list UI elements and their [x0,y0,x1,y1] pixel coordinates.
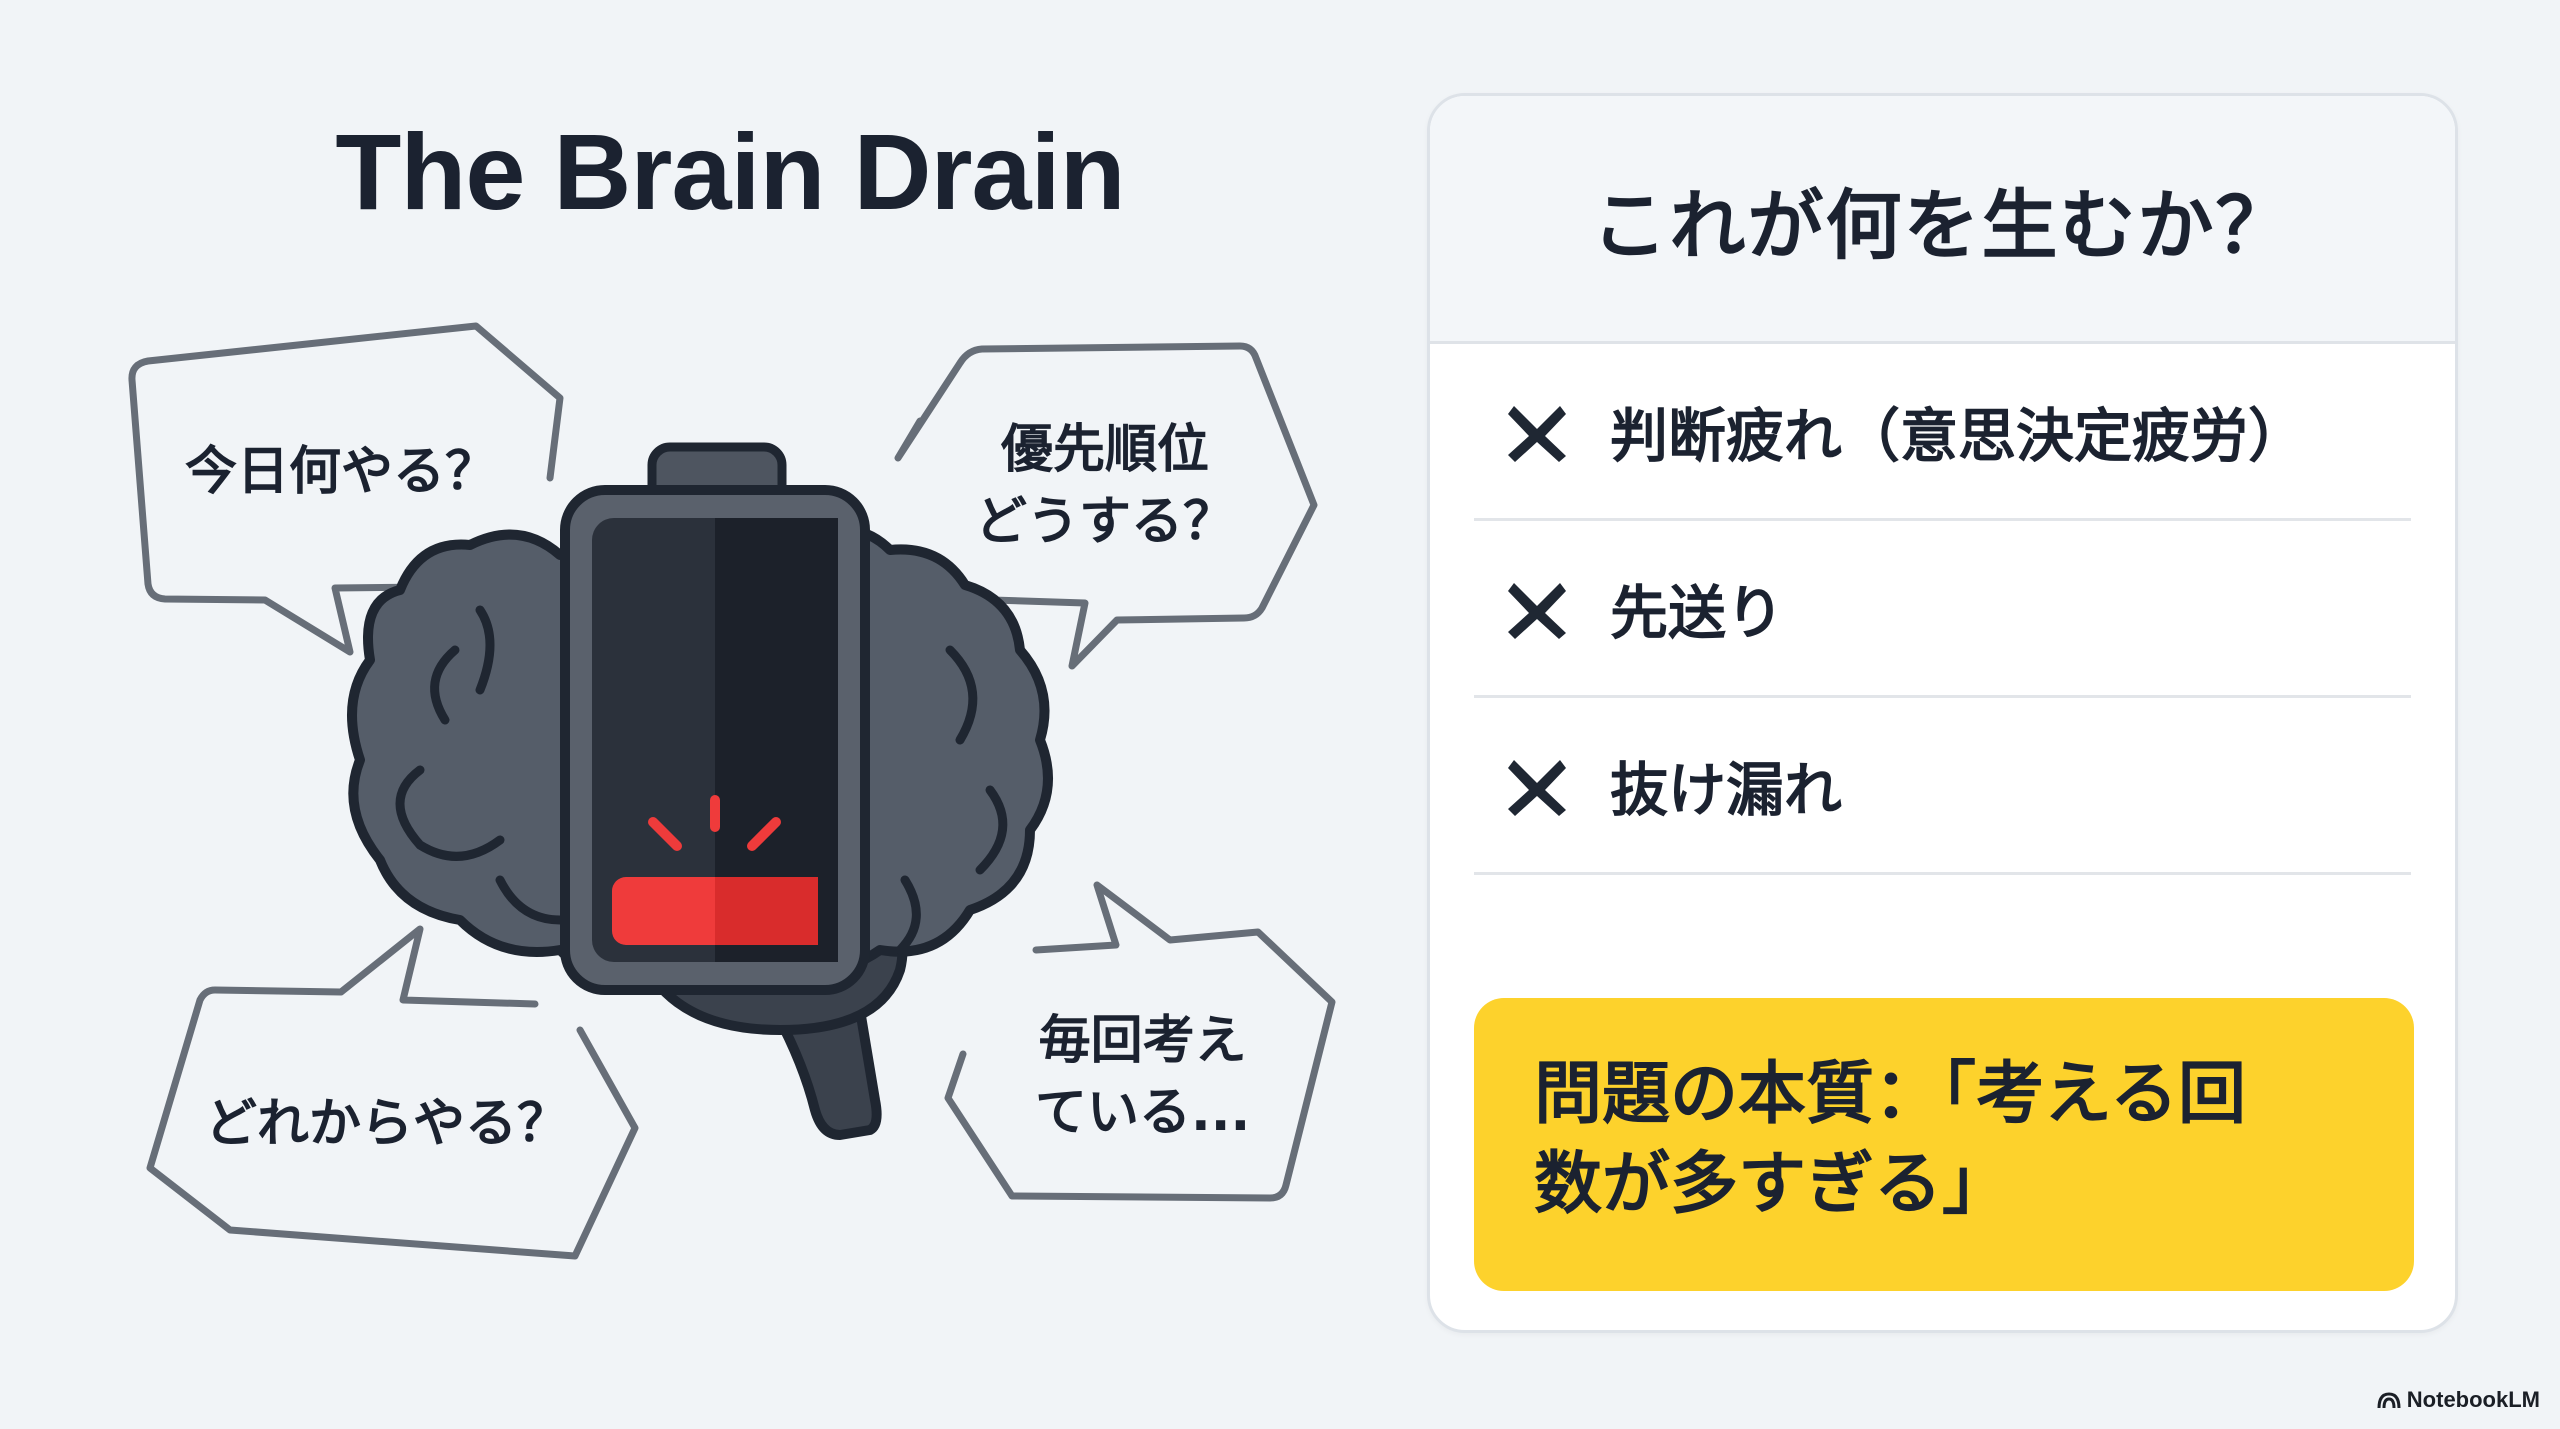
bubble-top-left-text: 今日何やる？ [185,442,498,502]
bubble-bottom-left-text: どれからやる？ [205,1094,570,1154]
notebooklm-brand: NotebookLM [2377,1387,2540,1413]
list-item: 抜け漏れ [1474,698,2411,875]
low-battery-icon [560,442,870,995]
consequence-list: 判断疲れ（意思決定疲労） 先送り 抜け漏れ [1474,344,2411,875]
item-label: 抜け漏れ [1610,756,1843,824]
brain-battery-illustration [128,322,1336,1260]
bubble-bottom-right-text: 毎回考え ている... [1035,1011,1251,1143]
notebooklm-logo-icon [2377,1392,2401,1409]
speech-bubble-bottom-left [146,925,639,1260]
list-item: 判断疲れ（意思決定疲労） [1474,344,2411,521]
x-icon [1508,760,1566,816]
speech-bubble-top-left [128,322,564,656]
slide-title: The Brain Drain [335,111,1125,232]
card-header: これが何を生むか？ [1430,96,2455,344]
x-icon [1508,583,1566,639]
consequences-card: これが何を生むか？ 判断疲れ（意思決定疲労） 先送り 抜け漏れ 問題の本質：「考… [1427,93,2458,1333]
bubble-top-right-text: 優先順位 どうする？ [975,420,1236,552]
brand-label: NotebookLM [2406,1387,2540,1412]
speech-bubble-bottom-right [944,881,1336,1202]
key-insight-box: 問題の本質：「考える回 数が多すぎる」 [1474,998,2414,1291]
x-icon [1508,406,1566,462]
list-item: 先送り [1474,521,2411,698]
item-label: 判断疲れ（意思決定疲労） [1610,402,2307,470]
item-label: 先送り [1610,579,1785,647]
card-title: これが何を生むか？ [1591,180,2294,270]
speech-bubble-top-right [894,342,1318,670]
